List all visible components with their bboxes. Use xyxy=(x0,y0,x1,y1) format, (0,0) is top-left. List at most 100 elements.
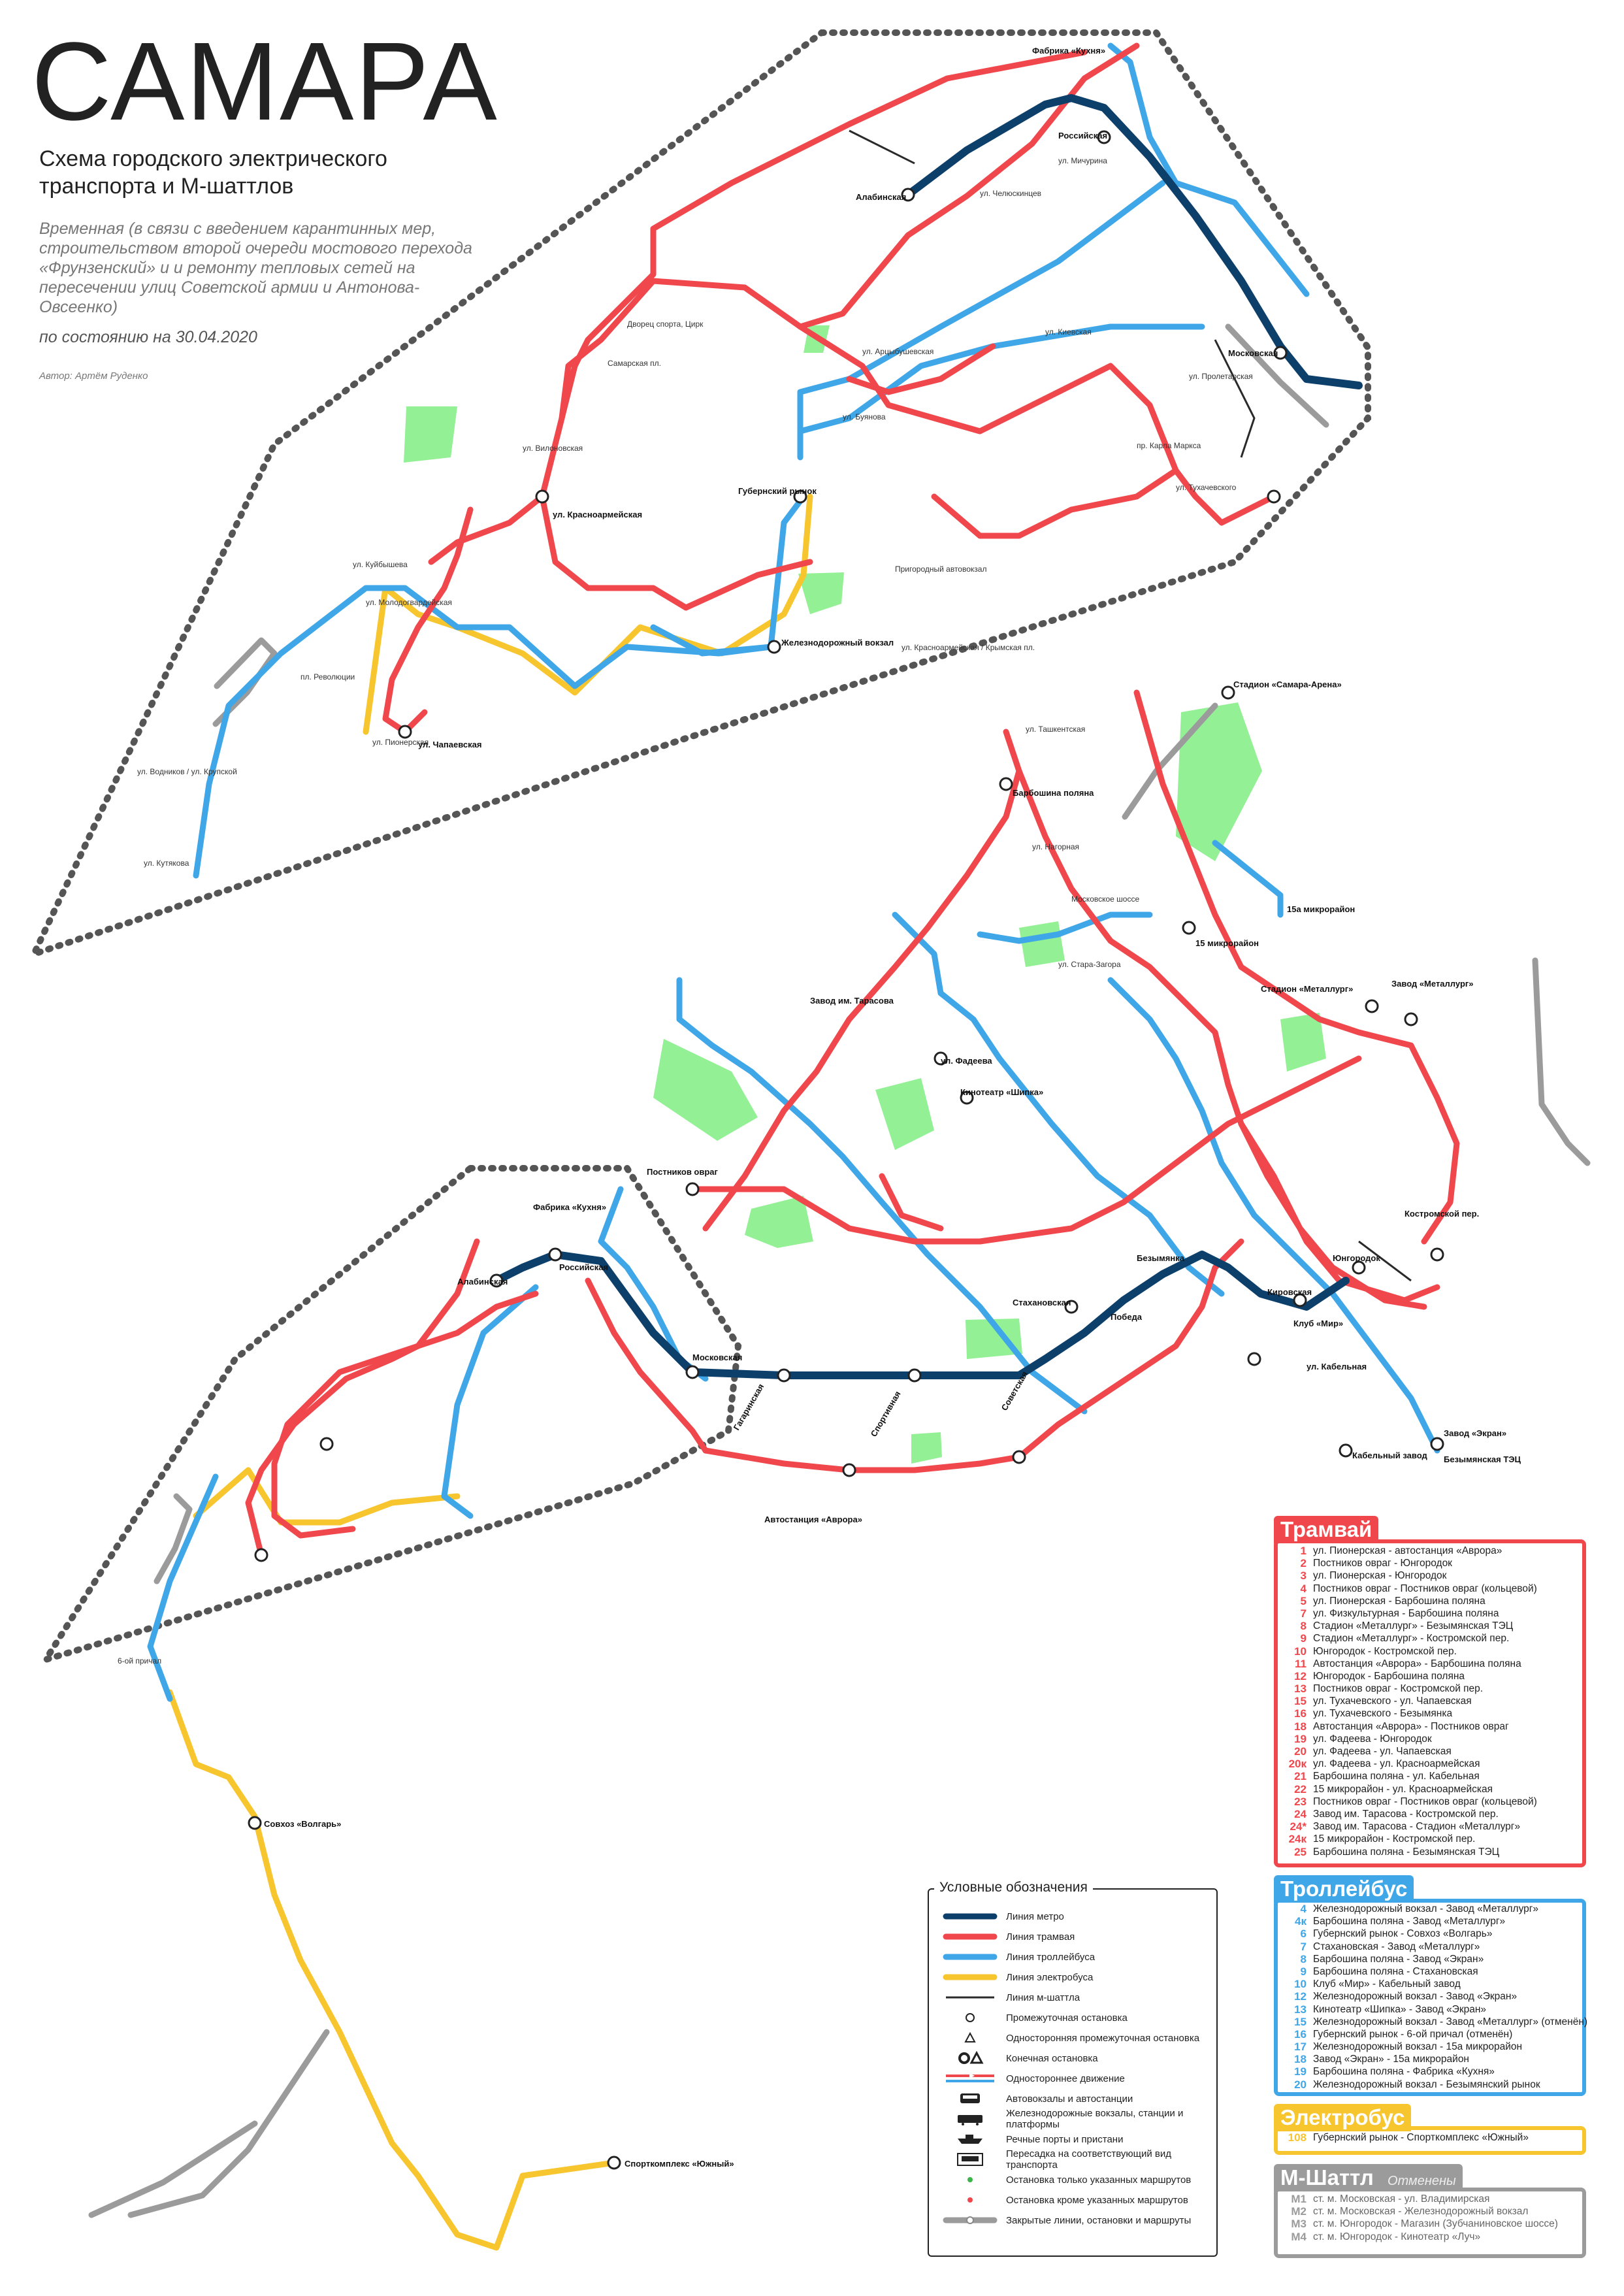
tram-route-number: 22 xyxy=(1294,1782,1307,1796)
tram-route-text: ул. Пионерская - Юнгородок xyxy=(1313,1570,1447,1582)
label-rossiyskaya: Российская xyxy=(1058,131,1107,140)
trolleybus-route-row: 6 Губернский рынок - Совхоз «Волгарь» xyxy=(1280,1927,1587,1940)
label-st-metallurg: Стадион «Металлург» xyxy=(1261,984,1353,994)
tram-lines xyxy=(245,42,1460,1558)
trolleybus-route-number: 10 xyxy=(1294,1978,1307,1991)
map-note: Временная (в связи с введением карантинн… xyxy=(39,220,472,316)
trolleybus-route-text: Железнодорожный вокзал - 15а микрорайон xyxy=(1313,2041,1523,2053)
trolleybus-route-number: 7 xyxy=(1300,1940,1307,1953)
shuttle-routes-title: М-Шаттл Отменены xyxy=(1274,2164,1463,2191)
legend-item-label: Промежуточная остановка xyxy=(1006,2012,1128,2024)
label-bezymyanka: Безымянка xyxy=(1137,1253,1185,1263)
shuttle-route-number: М2 xyxy=(1291,2205,1307,2218)
electrobus-line xyxy=(167,493,813,2251)
shuttle-route-number: М3 xyxy=(1291,2218,1307,2231)
tram-route-number: 23 xyxy=(1294,1795,1307,1808)
tram-route-number: 11 xyxy=(1295,1657,1307,1670)
trolleybus-route-text: Губернский рынок - Совхоз «Волгарь» xyxy=(1313,1928,1493,1940)
legend-item-label: Остановка только указанных маршрутов xyxy=(1006,2174,1192,2186)
label-kuhnya-top: Фабрика «Кухня» xyxy=(1032,46,1105,56)
legend-box xyxy=(928,1888,1218,2257)
label-samara-arena: Стадион «Самара-Арена» xyxy=(1233,680,1342,689)
label-proletarskaya: ул. Пролетарская xyxy=(1189,372,1253,381)
label-tets: Безымянская ТЭЦ xyxy=(1444,1454,1521,1464)
legend-symbol xyxy=(941,1970,999,1984)
legend-item-label: Одностороннее движение xyxy=(1006,2073,1125,2084)
label-moskovskoe: Московское шоссе xyxy=(1071,894,1139,904)
tram-route-text: Постников овраг - Постников овраг (кольц… xyxy=(1313,1796,1537,1807)
legend-symbol xyxy=(941,2112,999,2126)
trolleybus-route-text: Железнодорожный вокзал - Завод «Металлур… xyxy=(1313,1903,1539,1914)
label-z-metallurg: Завод «Металлург» xyxy=(1391,979,1474,989)
map-date: по состоянию на 30.04.2020 xyxy=(39,328,257,346)
label-vodnikov: ул. Водников / ул. Крупской xyxy=(137,767,237,776)
tram-route-text: Постников овраг - Постников овраг (кольц… xyxy=(1313,1583,1537,1594)
trolleybus-route-number: 4 xyxy=(1300,1903,1307,1915)
label-sportivnaya: Спортивная xyxy=(869,1389,903,1438)
trolleybus-route-number: 4к xyxy=(1295,1915,1307,1928)
label-pionerskaya: ул. Пионерская xyxy=(372,738,429,747)
legend-item-label: Железнодорожные вокзалы, станции и платф… xyxy=(1006,2108,1184,2130)
tram-route-text: Юнгородок - Костромской пер. xyxy=(1313,1645,1457,1657)
tram-route-number: 9 xyxy=(1300,1632,1307,1645)
station-labels: Алабинская Российская Московская Фабрика… xyxy=(118,46,1521,2169)
trolleybus-route-number: 6 xyxy=(1300,1927,1307,1941)
trolleybus-route-text: Стахановская - Завод «Металлург» xyxy=(1313,1941,1480,1952)
closed-lines xyxy=(88,323,1591,2218)
trolleybus-route-text: Железнодорожный вокзал - Безымянский рын… xyxy=(1313,2078,1540,2090)
trolleybus-route-text: Барбошина поляна - Стахановская xyxy=(1313,1965,1478,1977)
tram-route-text: Барбошина поляна - ул. Кабельная xyxy=(1313,1771,1480,1782)
trolleybus-route-text: Барбошина поляна - Завод «Экран» xyxy=(1313,1953,1484,1965)
label-dvorets-sporta: Дворец спорта, Цирк xyxy=(627,320,704,329)
trolleybus-route-row: 8 Барбошина поляна - Завод «Экран» xyxy=(1280,1953,1587,1965)
trolleybus-route-number: 9 xyxy=(1300,1965,1307,1978)
tram-route-number: 8 xyxy=(1300,1620,1307,1633)
legend-item: Закрытые линии, остановки и маршруты xyxy=(941,2213,1191,2227)
legend-symbol xyxy=(941,2031,999,2045)
label-rossiyskaya-2: Российская xyxy=(559,1262,608,1272)
shuttle-route-text: ст. м. Московская - ул. Владимирская xyxy=(1313,2193,1490,2205)
label-alabinskaya-2: Алабинская xyxy=(457,1277,508,1287)
label-yungorodok: Юнгородок xyxy=(1333,1253,1380,1263)
label-kabelnaya: ул. Кабельная xyxy=(1307,1362,1367,1371)
legend-item: Промежуточная остановка xyxy=(941,2010,1128,2025)
trolleybus-route-list: 4 Железнодорожный вокзал - Завод «Металлу… xyxy=(1280,1903,1587,2091)
trolleybus-route-text: Железнодорожный вокзал - Завод «Экран» xyxy=(1313,1991,1518,2003)
tram-route-text: 15 микрорайон - ул. Красноармейская xyxy=(1313,1783,1493,1795)
label-pobeda: Победа xyxy=(1111,1312,1143,1322)
tram-route-text: Завод им. Тарасова - Стадион «Металлург» xyxy=(1313,1821,1521,1833)
legend-item-label: Линия трамвая xyxy=(1006,1931,1075,1943)
tram-route-text: ул. Фадеева - ул. Чапаевская xyxy=(1313,1746,1452,1757)
legend-item: Конечная остановка xyxy=(941,2050,1098,2065)
tram-route-text: ул. Тухачевского - ул. Чапаевская xyxy=(1313,1696,1472,1707)
trolleybus-route-text: Кинотеатр «Шипка» - Завод «Экран» xyxy=(1313,2003,1487,2015)
tram-route-number: 7 xyxy=(1300,1607,1307,1620)
label-6-prichal: 6-ой причал xyxy=(118,1656,161,1665)
shuttle-route-number: М4 xyxy=(1291,2230,1307,2243)
legend-symbol xyxy=(941,2213,999,2227)
tram-route-text: ул. Фадеева - Юнгородок xyxy=(1313,1733,1432,1745)
tram-route-number: 15 xyxy=(1294,1695,1307,1708)
tram-route-row: 15 ул. Тухачевского - ул. Чапаевская xyxy=(1280,1695,1537,1707)
label-barboshina: Барбошина поляна xyxy=(1013,788,1094,798)
legend-item-label: Линия электробуса xyxy=(1006,1971,1094,1983)
tram-route-text: Барбошина поляна - Безымянская ТЭЦ xyxy=(1313,1846,1500,1858)
trolleybus-route-number: 8 xyxy=(1300,1952,1307,1965)
